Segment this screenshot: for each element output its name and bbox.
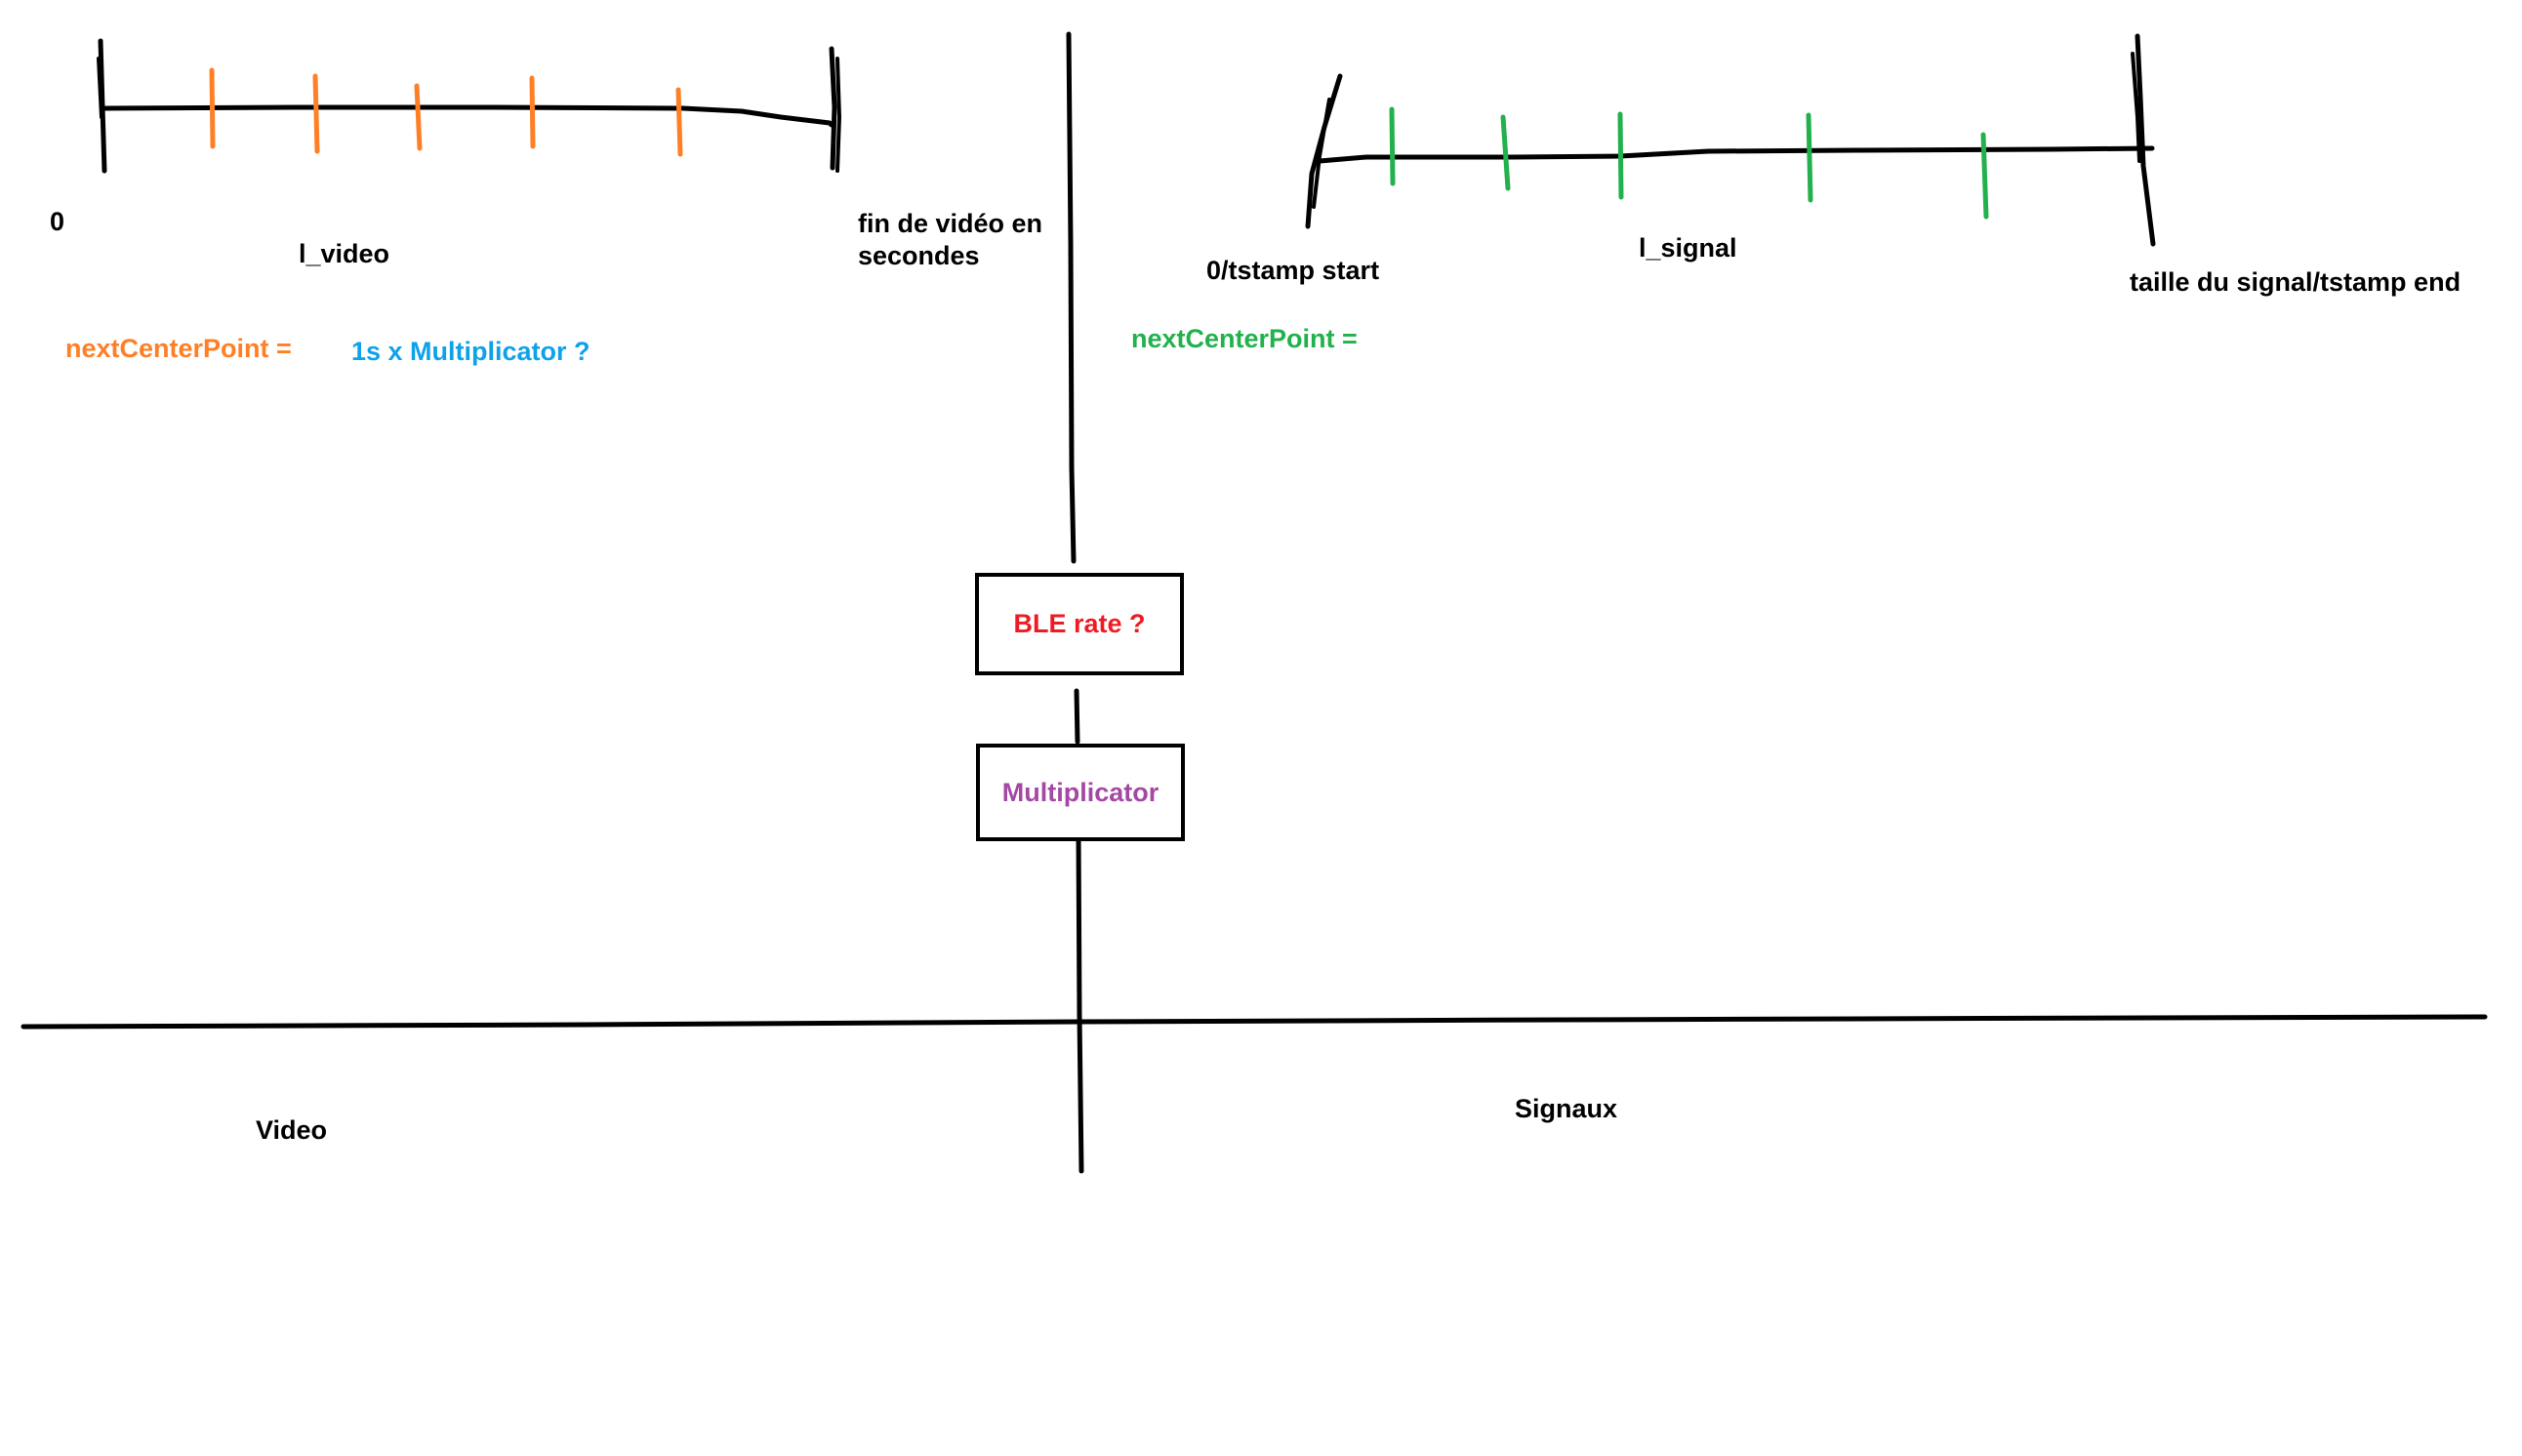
multiplicator-box: Multiplicator: [976, 744, 1185, 841]
video-timeline-start-bar-stroke2: [97, 57, 103, 119]
multiplicator-box-label: Multiplicator: [1001, 777, 1159, 807]
signal-length-label: l_signal: [1639, 233, 1737, 263]
video-tick: [312, 73, 320, 154]
ble-rate-label: BLE rate ?: [1013, 609, 1146, 638]
signal-timeline-end-bar-stroke2: [2131, 52, 2141, 163]
video-next-center-formula: 1s x Multiplicator ?: [351, 337, 590, 366]
video-tick: [209, 67, 216, 149]
signal-tick: [1617, 111, 1624, 200]
signal-tick: [1500, 114, 1511, 191]
center-divider-middle: [1074, 688, 1080, 745]
signal-timeline-start-bar: [1305, 73, 1343, 229]
ble-rate-box: BLE rate ?: [975, 573, 1184, 675]
video-timeline-end-bar: [829, 46, 837, 171]
video-end-label: fin de vidéo en secondes: [858, 209, 1043, 270]
signal-tick: [1389, 106, 1396, 186]
signal-start-label: 0/tstamp start: [1206, 256, 1380, 285]
signal-end-label: taille du signal/tstamp end: [2130, 267, 2461, 297]
signal-timeline-end-bar: [2135, 33, 2156, 247]
signal-next-center-label: nextCenterPoint =: [1131, 324, 1358, 353]
video-timeline-end-bar-stroke2: [835, 57, 841, 173]
center-divider-upper: [1066, 31, 1077, 564]
video-section-label: Video: [256, 1115, 328, 1145]
video-tick: [675, 87, 683, 157]
signal-tick: [1980, 132, 1989, 220]
horizontal-divider: [20, 1014, 2488, 1030]
signal-timeline-start-bar-stroke2: [1312, 98, 1331, 209]
video-start-label: 0: [50, 207, 65, 236]
video-length-label: l_video: [299, 239, 390, 268]
video-next-center-label: nextCenterPoint =: [65, 334, 292, 363]
video-tick: [414, 83, 423, 151]
signal-tick: [1806, 112, 1813, 203]
signal-section-label: Signaux: [1515, 1094, 1618, 1123]
video-tick: [529, 75, 536, 149]
center-divider-lower: [1076, 831, 1084, 1174]
signal-timeline-line: [1317, 145, 2155, 164]
video-timeline-line: [102, 104, 834, 128]
